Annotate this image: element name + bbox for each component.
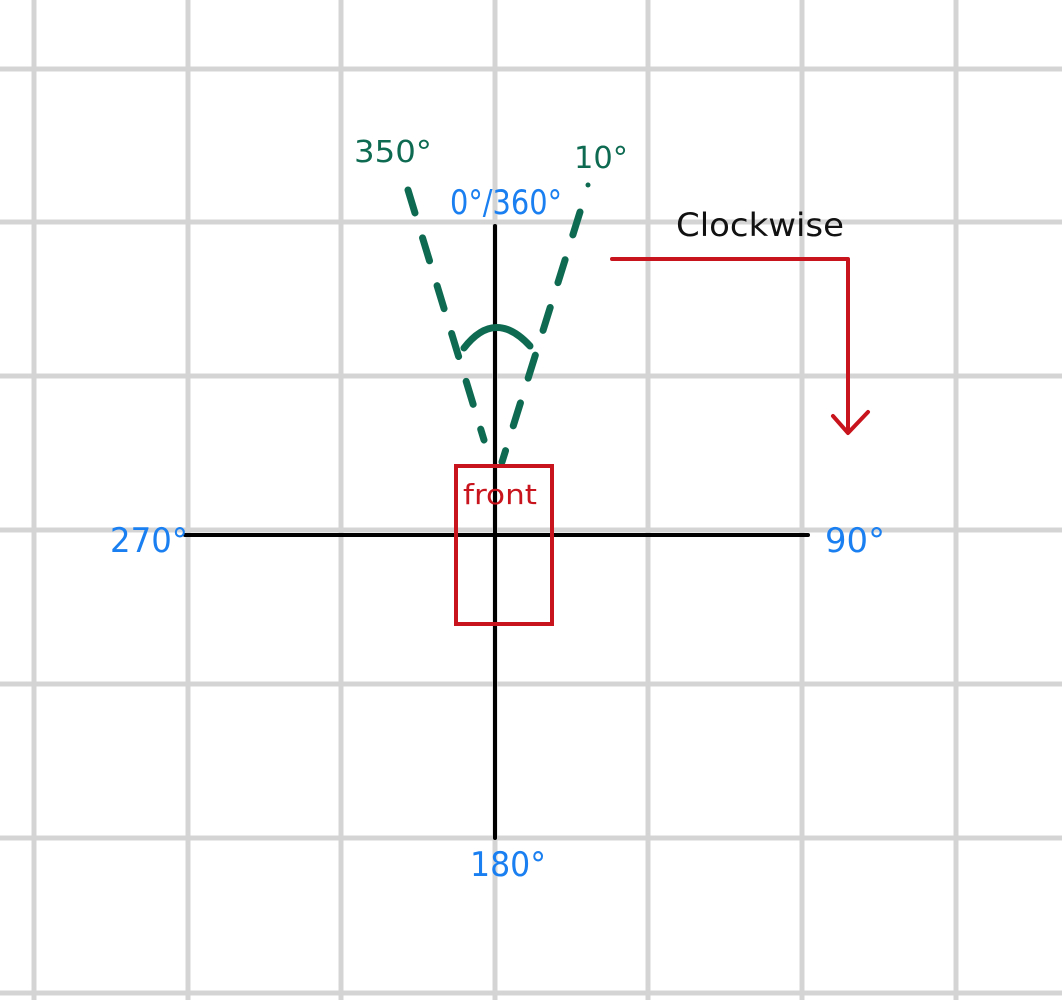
vehicle-front-label: front xyxy=(463,478,537,511)
sector-arc xyxy=(460,324,534,352)
heading-sector xyxy=(404,182,591,466)
heading-label-south: 180° xyxy=(470,845,546,885)
sector-line-10 xyxy=(498,208,584,466)
arrow-shaft xyxy=(610,257,850,434)
clockwise-label: Clockwise xyxy=(676,206,844,244)
heading-label-north: 0°/360° xyxy=(450,183,562,223)
arrow-head xyxy=(831,410,870,435)
sector-label-10: 10° xyxy=(574,141,628,176)
sector-label-350: 350° xyxy=(354,135,432,170)
clockwise-arrow xyxy=(610,257,870,435)
heading-label-east: 90° xyxy=(825,521,885,561)
sector-dot xyxy=(585,182,591,188)
vehicle-box xyxy=(454,464,554,626)
heading-label-west: 270° xyxy=(110,521,188,561)
sector-line-350 xyxy=(404,186,488,444)
